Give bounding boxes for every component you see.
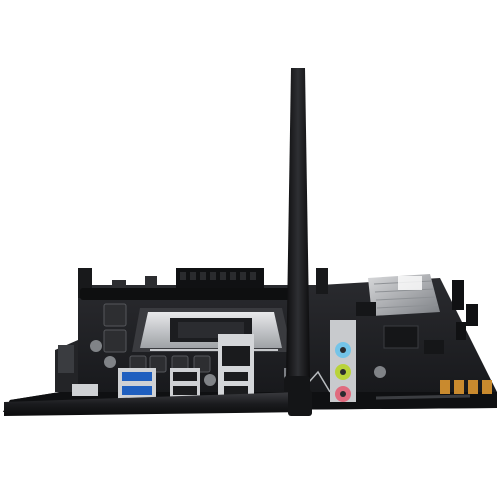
chips (356, 302, 444, 354)
right-edge-headers (452, 280, 478, 340)
gold-headers (440, 380, 492, 394)
io-ports (72, 334, 254, 402)
usb2-port (173, 386, 197, 395)
io-top-rail (80, 288, 300, 300)
usb2-port (224, 386, 248, 395)
usb3-port (122, 372, 152, 381)
top-edge-connectors (78, 268, 328, 298)
cpu-socket (132, 308, 292, 352)
usb3-port (122, 386, 152, 395)
ethernet-port (222, 346, 250, 366)
chipset-heatsink (368, 274, 440, 316)
usb2-port (224, 372, 248, 381)
audio-panel (330, 320, 356, 402)
usb2-port (173, 372, 197, 381)
horizontal-antenna (4, 390, 312, 416)
pcie-slots (375, 394, 471, 400)
